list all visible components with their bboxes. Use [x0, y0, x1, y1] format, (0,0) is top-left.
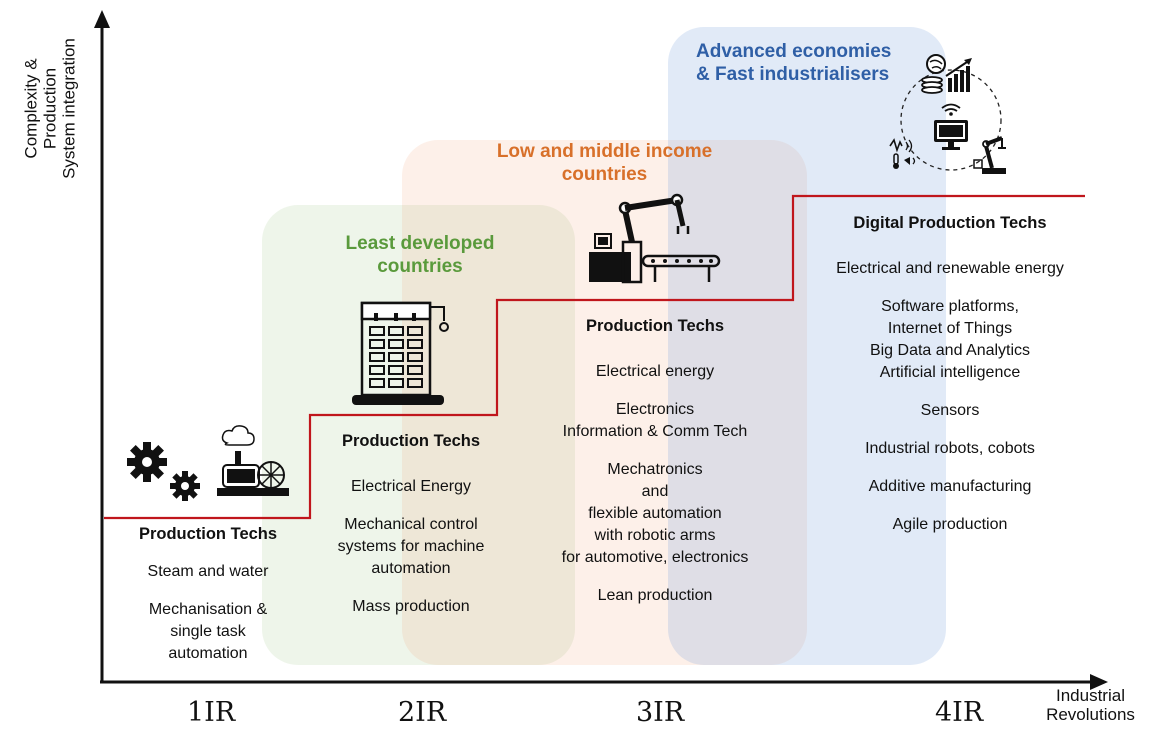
- stage-1IR: Production Techs Steam and water Mechani…: [118, 523, 298, 665]
- digital-network-icon: [889, 54, 1006, 174]
- x-axis-arrow: [1090, 674, 1108, 690]
- stage-item: Software platforms, Internet of Things B…: [869, 298, 1031, 381]
- era-label-1: 1IR: [187, 697, 236, 728]
- stage-item: Lean production: [597, 587, 713, 604]
- group-title-line: countries: [377, 256, 463, 277]
- y-axis-arrow: [94, 10, 110, 28]
- era-label-4: 4IR: [935, 697, 984, 728]
- stage-heading: Production Techs: [341, 432, 481, 450]
- y-axis-label-line-3: System integration: [59, 38, 79, 179]
- complexity-step-line: [104, 194, 1085, 520]
- stage-item: Electrical and renewable energy: [836, 260, 1064, 277]
- advanced-economies-panel: [668, 27, 946, 665]
- steam-engine-icon: [217, 425, 289, 496]
- era-label-3: 3IR: [636, 697, 685, 728]
- low-middle-income-panel: [402, 140, 807, 665]
- stage-item: Electronics Information & Comm Tech: [562, 401, 748, 440]
- least-developed-panel: [262, 205, 575, 665]
- stage-item: Mechatronics and flexible automation wit…: [561, 461, 749, 566]
- y-axis-label-line-1: Complexity &: [21, 58, 41, 159]
- group-title-advanced-economies: Advanced economies & Fast industrialiser…: [680, 40, 940, 86]
- stage-4IR: Digital Production Techs Electrical and …: [800, 212, 1100, 536]
- stage-item: Sensors: [920, 402, 980, 419]
- era-label-2: 2IR: [398, 697, 447, 728]
- group-title-low-middle-income: Low and middle income countries: [462, 140, 747, 186]
- stage-item: Mechanical control systems for machine a…: [337, 516, 485, 577]
- x-axis-label-line-1: Industrial: [1056, 686, 1125, 705]
- stage-item: Mass production: [352, 598, 470, 615]
- stage-item: Industrial robots, cobots: [865, 440, 1035, 457]
- stage-item: Additive manufacturing: [868, 478, 1032, 495]
- group-title-line: countries: [561, 164, 648, 185]
- group-title-least-developed: Least developed countries: [300, 232, 540, 278]
- group-title-line: Least developed: [345, 233, 495, 254]
- stage-item: Agile production: [892, 516, 1008, 533]
- x-axis-label-line-2: Revolutions: [1046, 705, 1135, 724]
- x-axis-label: Industrial Revolutions: [1028, 686, 1153, 724]
- stage-item: Electrical energy: [595, 363, 715, 380]
- y-axis-label-line-2: Production: [40, 67, 60, 150]
- stage-heading: Digital Production Techs: [853, 214, 1047, 232]
- group-title-line: Low and middle income: [496, 141, 713, 162]
- gears-icon: [127, 442, 200, 501]
- stage-item: Steam and water: [147, 563, 269, 580]
- stage-3IR: Production Techs Electrical energy Elect…: [530, 315, 780, 607]
- robot-arm-conveyor-icon: [589, 193, 721, 284]
- stage-item: Mechanisation & single task automation: [148, 601, 268, 662]
- stage-2IR: Production Techs Electrical Energy Mecha…: [316, 430, 506, 618]
- stage-item: Electrical Energy: [350, 478, 472, 495]
- stage-heading: Production Techs: [585, 317, 725, 335]
- group-title-line: & Fast industrialisers: [696, 64, 890, 85]
- group-title-line: Advanced economies: [696, 41, 892, 62]
- factory-building-icon: [352, 301, 449, 405]
- stage-heading: Production Techs: [138, 525, 278, 543]
- y-axis-label: Complexity & Production System integrati…: [22, 4, 79, 214]
